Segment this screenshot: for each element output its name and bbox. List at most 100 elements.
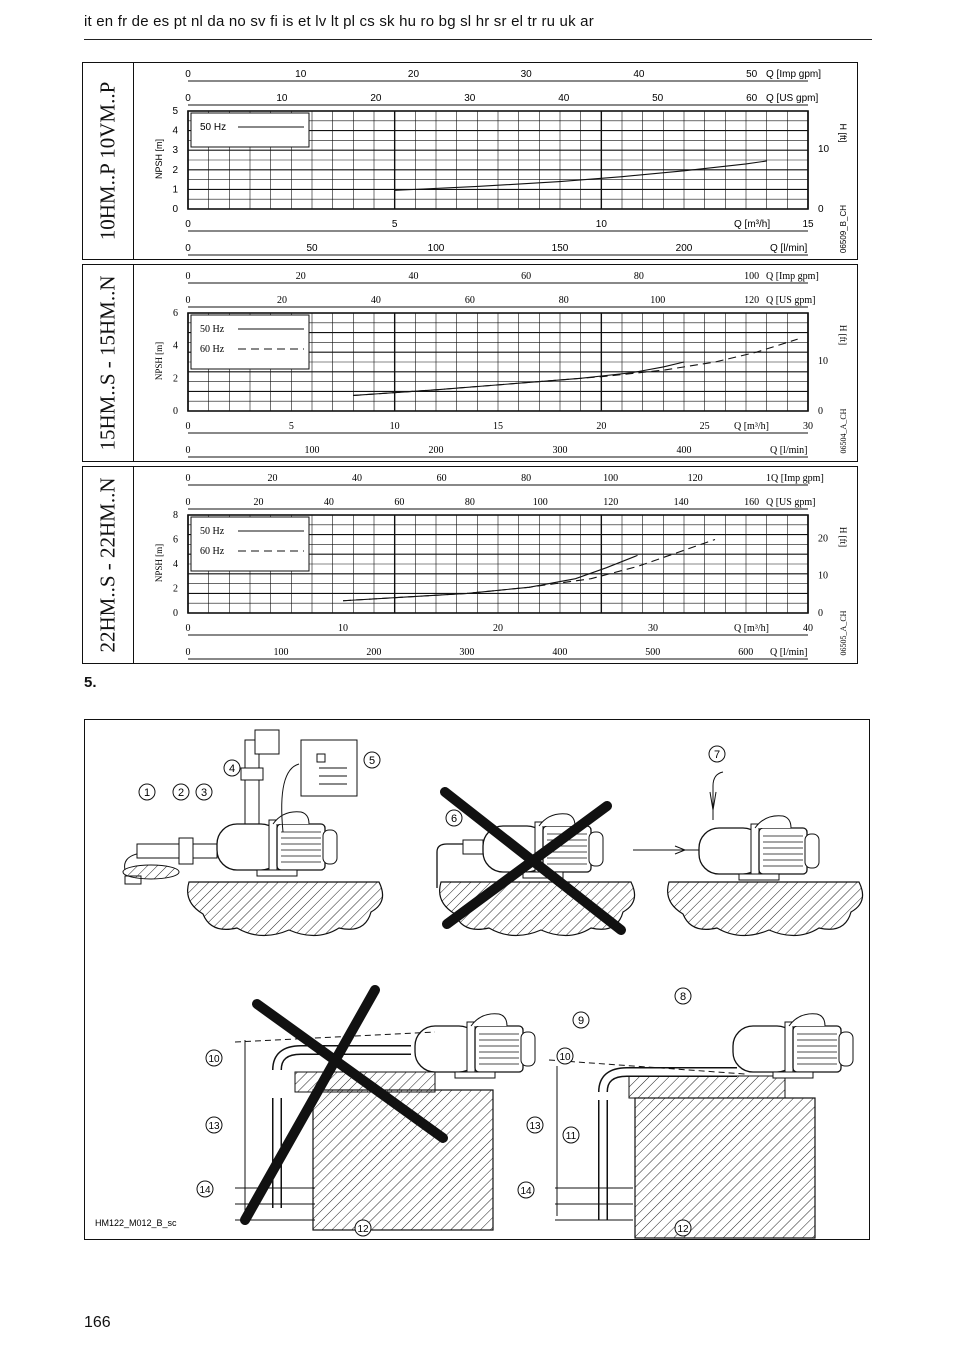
top-axis-tick-label: 120 [688,473,703,484]
top-axis-tick-label: 20 [408,69,420,80]
install-scene-correct: 1 2 3 4 5 [122,729,384,937]
svg-text:14: 14 [520,1186,532,1197]
y-tick-label: 4 [173,341,178,352]
svg-text:5: 5 [369,755,375,767]
y-axis-label: NPSH [m] [154,342,164,380]
bottom-axis-tick-label: 20 [493,623,503,634]
callout-8: 8 [674,987,692,1005]
header-rule [84,39,872,40]
bottom-axis-tick-label: 150 [552,243,569,254]
top-axis-tick-label: 60 [394,497,404,508]
top-axis-tick-label: 10 [276,93,288,104]
top-axis-tick-label: 120 [603,497,618,508]
bottom-axis-label: Q [m³/h] [734,623,769,634]
y-tick-label: 6 [173,535,178,546]
svg-text:10: 10 [559,1052,571,1063]
right-axis-label: H [ft] [838,123,848,142]
install-scene-wrong-1: 6 [436,787,636,937]
top-axis-tick-label: 10 [295,69,307,80]
callout-7: 7 [708,745,726,763]
top-axis-tick-label: 60 [465,295,475,306]
right-axis-label: H [ft] [838,527,848,547]
svg-text:13: 13 [208,1121,220,1132]
bottom-axis-tick-label: 400 [677,445,692,456]
bottom-axis-label: Q [m³/h] [734,219,770,230]
plot-frame [187,110,809,210]
bottom-axis-tick-label: 10 [390,421,400,432]
bottom-axis-tick-label: 10 [596,219,608,230]
plot-frame [187,514,809,614]
callout-14b: 14 [517,1181,535,1199]
top-axis-tick-label: 40 [558,93,570,104]
callout-1: 1 [138,783,156,801]
callout-10b: 10 [556,1047,574,1065]
callout-13: 13 [205,1116,223,1134]
bottom-axis-tick-label: 0 [185,219,191,230]
top-axis-tick-label: 0 [186,473,191,484]
bottom-axis-tick-label: 20 [596,421,606,432]
bottom-axis-tick-label: 25 [700,421,710,432]
y-tick-label: 0 [173,608,178,619]
top-axis-tick-label: 40 [352,473,362,484]
top-axis-label: Q [US gpm] [766,497,815,508]
top-axis-tick-label: 20 [277,295,287,306]
chart-side-title: 15HM..S - 15HM..N [95,275,120,451]
right-tick-label: 0 [818,204,824,215]
suction-pipe [136,843,218,859]
top-axis-tick-label: 40 [371,295,381,306]
legend-label: 50 Hz [200,526,225,537]
bottom-axis-tick-label: 0 [186,647,191,658]
y-axis-label: NPSH [m] [154,139,164,179]
top-axis-tick-label: 80 [521,473,531,484]
top-axis-tick-label: 20 [296,271,306,282]
callout-14: 14 [196,1180,214,1198]
legend-label: 60 Hz [200,546,225,557]
chart-side-title-box: 10HM..P 10VM..P [83,63,134,259]
top-axis-tick-label: 20 [370,93,382,104]
y-axis-label: NPSH [m] [154,544,164,582]
y-tick-label: 5 [172,106,178,117]
top-axis-tick-label: 30 [521,69,533,80]
svg-text:8: 8 [680,991,686,1003]
bottom-axis-tick-label: 200 [429,445,444,456]
right-tick-label: 0 [818,608,823,619]
chart-code: 06504_A_CH [839,408,848,453]
svg-text:10: 10 [208,1054,220,1065]
install-scene-wrong-2: 10 13 14 12 HM122_M012_B_sc [95,985,536,1237]
chart-side-title-box: 15HM..S - 15HM..N [83,265,134,461]
top-axis-tick-label: 80 [465,497,475,508]
bottom-axis-tick-label: 0 [186,445,191,456]
y-tick-label: 2 [173,373,178,384]
top-axis-tick-label: 0 [185,69,191,80]
page-number: 166 [84,1314,111,1331]
y-tick-label: 6 [173,308,178,319]
right-tick-label: 10 [818,571,828,582]
bottom-axis-tick-label: 0 [185,243,191,254]
svg-text:12: 12 [677,1224,689,1235]
callout-2: 2 [172,783,190,801]
series-line [353,338,798,397]
legend-box [190,314,310,370]
right-tick-label: 0 [818,406,823,417]
bottom-axis-tick-label: 0 [186,623,191,634]
top-axis-label: 1Q [Imp gpm] [766,473,824,484]
callout-6: 6 [445,809,463,827]
svg-text:3: 3 [201,787,207,799]
bottom-axis-tick-label: 0 [186,421,191,432]
series-line [342,538,716,602]
bottom-axis-tick-label: 300 [553,445,568,456]
svg-text:6: 6 [451,813,457,825]
right-tick-label: 20 [818,533,828,544]
drawing-code: HM122_M012_B_sc [95,1218,177,1228]
top-axis-tick-label: 50 [652,93,664,104]
top-axis-tick-label: 100 [744,271,759,282]
bottom-axis-label: Q [l/min] [770,647,808,658]
top-axis-tick-label: 80 [559,295,569,306]
top-axis-tick-label: 30 [464,93,476,104]
top-axis-tick-label: 60 [437,473,447,484]
bottom-axis-tick-label: 30 [648,623,658,634]
y-tick-label: 2 [172,165,178,176]
